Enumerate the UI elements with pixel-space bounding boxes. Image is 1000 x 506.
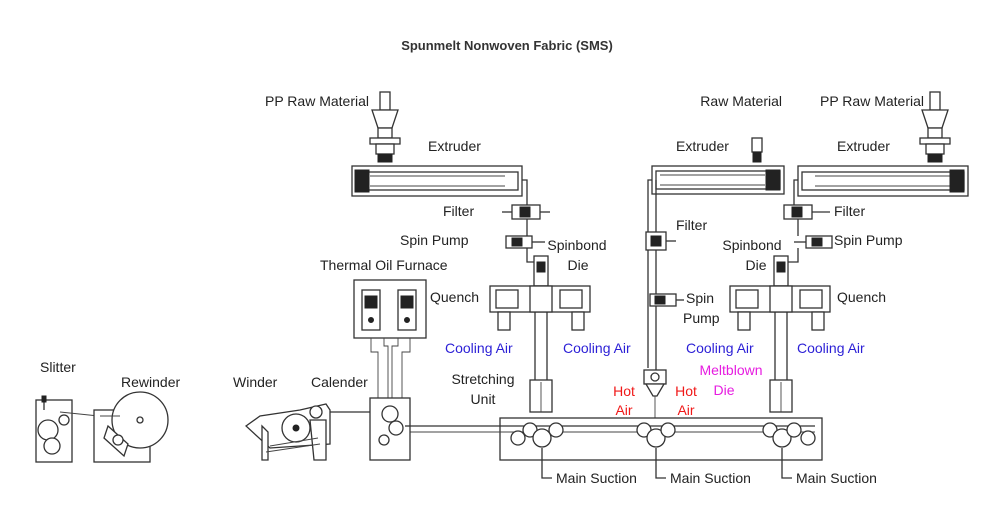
label-spin-pump-left: Spin Pump <box>400 232 469 248</box>
label-cooling-air-2: Cooling Air <box>563 340 631 356</box>
label-main-suction-1: Main Suction <box>556 470 637 486</box>
middle-extruder <box>651 165 785 195</box>
right-quench <box>729 285 831 331</box>
calender-machine <box>369 397 411 461</box>
label-meltblown-die-2: Die <box>713 382 734 398</box>
label-quench-left: Quench <box>430 289 479 305</box>
label-extruder-mid: Extruder <box>676 138 729 154</box>
left-filter <box>502 204 550 220</box>
label-hot-air-left-1: Hot <box>613 383 635 399</box>
middle-meltblown-line <box>643 137 785 418</box>
label-quench-right: Quench <box>837 289 886 305</box>
right-spin-pump <box>794 235 833 249</box>
label-hot-air-right-2: Air <box>677 402 694 418</box>
slitter-machine <box>35 395 119 463</box>
label-spinbond-die-left-2: Die <box>567 257 588 273</box>
label-hot-air-right-1: Hot <box>675 383 697 399</box>
winder-machine <box>244 403 370 461</box>
middle-meltblown-die <box>643 369 667 418</box>
middle-hopper <box>751 137 763 163</box>
label-spin-pump-mid-2: Pump <box>683 310 720 326</box>
left-extruder <box>351 165 523 197</box>
label-stretching-unit-2: Unit <box>471 391 496 407</box>
label-extruder-left: Extruder <box>428 138 481 154</box>
label-filter-right: Filter <box>834 203 865 219</box>
label-cooling-air-4: Cooling Air <box>797 340 865 356</box>
label-pp-raw-material-left: PP Raw Material <box>265 93 369 109</box>
right-spunbond-line <box>729 91 969 413</box>
forming-conveyor <box>405 417 823 479</box>
left-spinbond-die <box>533 255 549 287</box>
label-rewinder: Rewinder <box>121 374 180 390</box>
left-quench <box>489 285 591 331</box>
label-spin-pump-right: Spin Pump <box>834 232 903 248</box>
label-extruder-right: Extruder <box>837 138 890 154</box>
label-thermal-oil-furnace: Thermal Oil Furnace <box>320 257 448 273</box>
right-extruder <box>797 165 969 197</box>
label-pp-raw-material-right: PP Raw Material <box>820 93 924 109</box>
label-filter-left: Filter <box>443 203 474 219</box>
right-hopper <box>919 91 951 163</box>
label-filter-mid: Filter <box>676 217 707 233</box>
label-cooling-air-1: Cooling Air <box>445 340 513 356</box>
middle-filter <box>645 231 676 251</box>
right-filter <box>783 204 830 220</box>
diagram-title: Spunmelt Nonwoven Fabric (SMS) <box>401 38 613 53</box>
label-stretching-unit-1: Stretching <box>451 371 514 387</box>
label-hot-air-left-2: Air <box>615 402 632 418</box>
label-main-suction-2: Main Suction <box>670 470 751 486</box>
label-meltblown-die-1: Meltblown <box>699 362 762 378</box>
label-spinbond-die-right-1: Spinbond <box>722 237 781 253</box>
thermal-oil-furnace <box>353 279 427 398</box>
left-stretching-unit <box>529 312 553 413</box>
label-main-suction-3: Main Suction <box>796 470 877 486</box>
rewinder-machine <box>93 391 169 463</box>
label-winder: Winder <box>233 374 278 390</box>
label-raw-material-mid: Raw Material <box>700 93 782 109</box>
left-spin-pump <box>505 235 545 249</box>
middle-spin-pump <box>649 293 684 307</box>
label-slitter: Slitter <box>40 359 76 375</box>
label-spin-pump-mid-1: Spin <box>686 290 714 306</box>
label-calender: Calender <box>311 374 368 390</box>
label-spinbond-die-right-2: Die <box>745 257 766 273</box>
left-spunbond-line <box>351 91 591 413</box>
right-stretching-unit <box>769 312 793 413</box>
right-spinbond-die <box>773 255 789 287</box>
label-spinbond-die-left-1: Spinbond <box>547 237 606 253</box>
left-hopper <box>369 91 401 163</box>
label-cooling-air-3: Cooling Air <box>686 340 754 356</box>
